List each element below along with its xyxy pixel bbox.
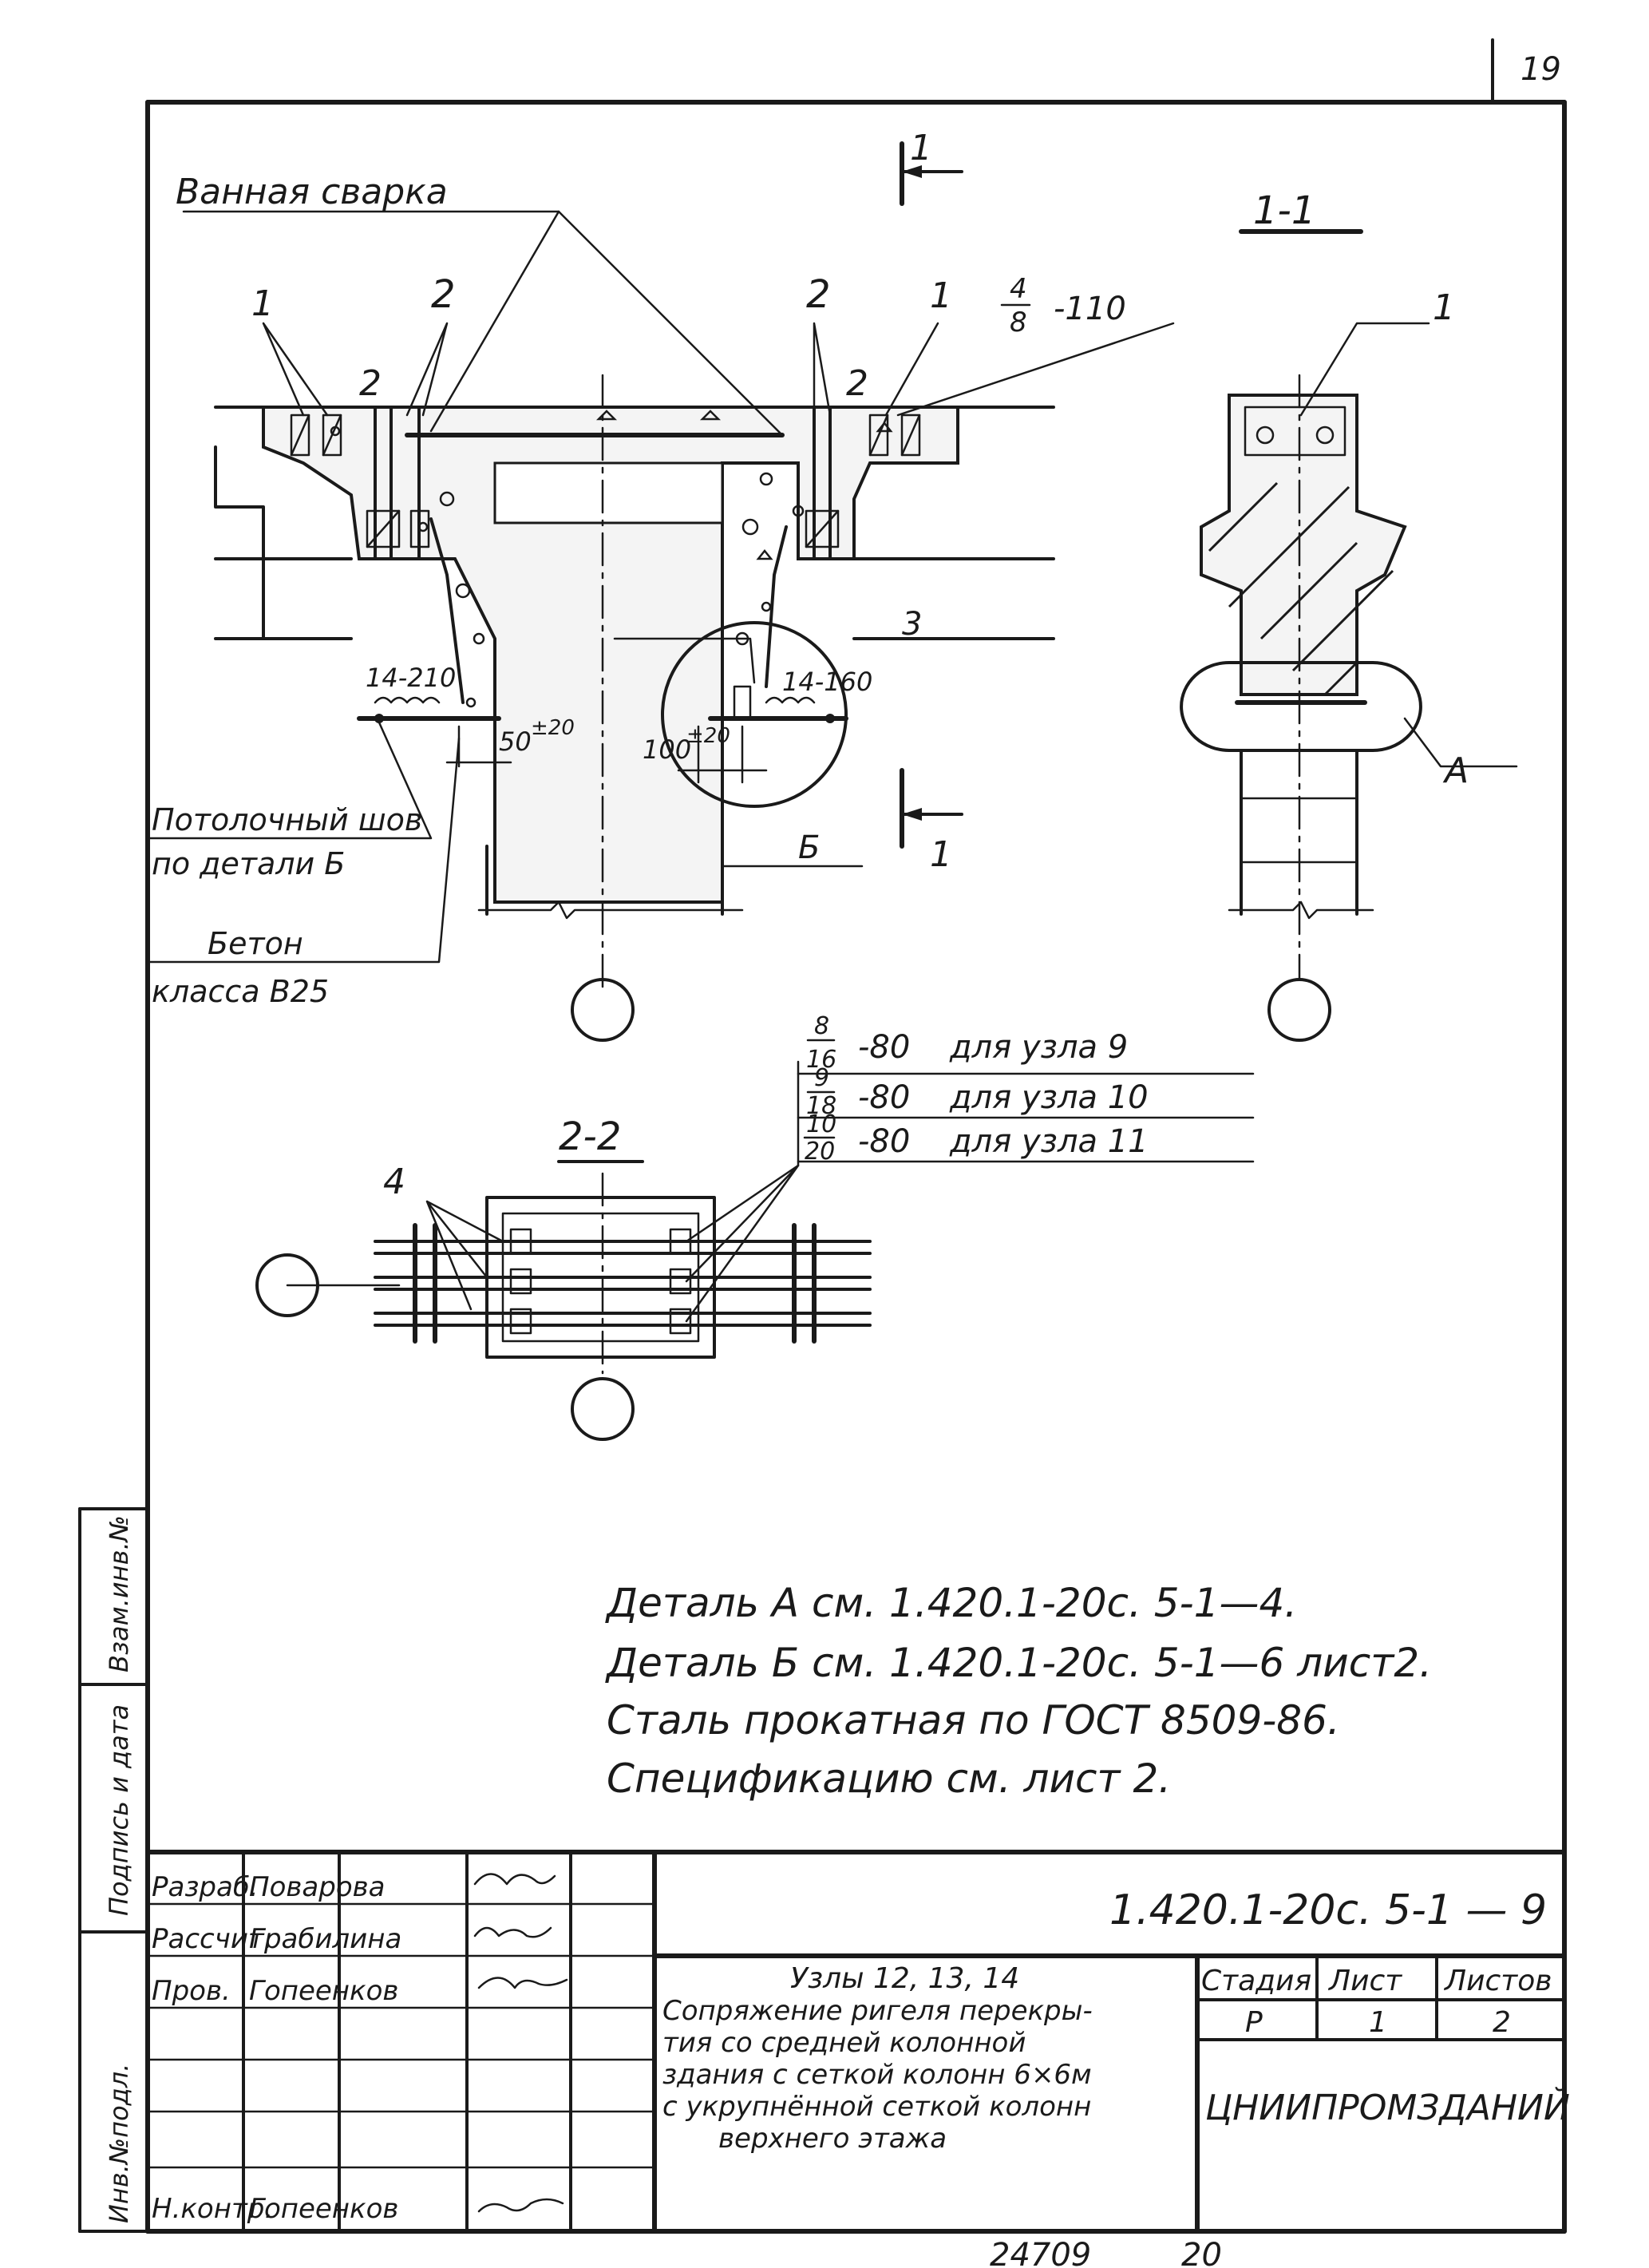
title-block	[145, 1850, 1567, 2234]
section-1-1-title: 1-1	[1253, 188, 1315, 233]
stage-value: Р	[1245, 2006, 1263, 2039]
drawing-title: Узлы 12, 13, 14 Сопряжение ригеля перекр…	[662, 1962, 1093, 2155]
node-row-text: для узла 9	[949, 1029, 1128, 1066]
label-detail-a: А	[1442, 750, 1469, 791]
doc-code: 1.420.1-20с. 5-1 — 9	[1109, 1886, 1547, 1934]
frac-num: 4	[1010, 273, 1027, 305]
section-mark-bottom: 1	[930, 834, 952, 875]
name-cell: Грабилина	[249, 1923, 401, 1955]
dim-right: 100	[643, 734, 691, 765]
node-row-len: -80	[858, 1079, 910, 1116]
title-line: с укрупнённой сеткой колонн	[662, 2091, 1091, 2123]
label-pos3: 3	[902, 606, 922, 643]
title-line: верхнего этажа	[718, 2123, 947, 2155]
title-line: здания с сеткой колонн 6×6м	[662, 2059, 1092, 2091]
node-row-num: 8	[814, 1012, 829, 1040]
dim-left: 50	[499, 726, 532, 757]
name-cell: Гопеенков	[249, 2193, 398, 2225]
node-row-num: 9	[814, 1064, 829, 1092]
dim-left-tol: ±20	[531, 716, 575, 740]
title-line: Узлы 12, 13, 14	[790, 1962, 1019, 1995]
axis-bubble-section	[1267, 978, 1331, 1042]
main-elevation	[146, 141, 1175, 1042]
weld-left: 14-210	[366, 663, 456, 693]
node-row-num: 10	[806, 1110, 836, 1138]
role-cell: Пров.	[152, 1975, 231, 2007]
role-cell: Рассчит.	[152, 1923, 273, 1955]
label-pos1-left: 1	[251, 283, 274, 324]
label-pos2-left-b: 2	[359, 363, 382, 404]
label-pos2-right-b: 2	[846, 363, 868, 404]
sheet-frame	[145, 38, 1567, 2234]
section-2-2	[255, 1060, 1255, 1441]
label-pos2-left-a: 2	[431, 272, 456, 317]
label-weld: Ванная сварка	[176, 172, 448, 212]
node-row-text: для узла 10	[949, 1079, 1149, 1116]
note-line: Деталь А см. 1.420.1-20с. 5-1—4.	[605, 1580, 1297, 1626]
note-line: Спецификацию см. лист 2.	[607, 1755, 1171, 1802]
node-row-den: 16	[806, 1046, 836, 1074]
node-row: 9 18 -80 для узла 10	[806, 1064, 1149, 1120]
notes: Деталь А см. 1.420.1-20с. 5-1—4. Деталь …	[605, 1580, 1432, 1802]
note-line: Деталь Б см. 1.420.1-20с. 5-1—6 лист2.	[605, 1640, 1432, 1686]
side-stamp: Инв.№подл. Подпись и дата Взам.инв.№	[78, 1507, 149, 2233]
title-block-names: Поварова Грабилина Гопеенков Гопеенков	[249, 1871, 401, 2225]
frac-len: -110	[1054, 291, 1126, 327]
role-cell: Разраб.	[152, 1871, 259, 1903]
label-concrete-1: Бетон	[208, 926, 303, 961]
footer-inventory: 24709	[990, 2237, 1091, 2268]
axis-bubble-2-2-bottom	[571, 1377, 635, 1441]
label-detail-b: Б	[798, 829, 820, 866]
dim-right-tol: ±20	[686, 724, 730, 748]
role-cell: Н.контр.	[152, 2193, 273, 2225]
axis-bubble-main	[571, 978, 635, 1042]
stamp-replace-inventory: Взам.инв.№	[104, 1515, 134, 1672]
frac-den: 8	[1010, 307, 1027, 338]
sheets-label: Листов	[1443, 1965, 1552, 1997]
label-concrete-2: класса В25	[152, 974, 329, 1009]
weld-right: 14-160	[782, 667, 872, 697]
node-row: 10 20 -80 для узла 11	[803, 1110, 1149, 1166]
node-row-text: для узла 11	[949, 1123, 1149, 1160]
node-row-len: -80	[858, 1029, 910, 1066]
label-pos1-right: 1	[930, 275, 952, 316]
sheet-label: Лист	[1327, 1965, 1402, 1997]
label-pos4: 4	[383, 1162, 405, 1202]
title-block-roles: Разраб. Рассчит. Пров. Н.контр.	[152, 1871, 273, 2225]
detail-b-circle	[661, 621, 848, 808]
node-row: 8 16 -80 для узла 9	[806, 1012, 1128, 1074]
section-1-1	[1180, 229, 1518, 1042]
sheets-value: 2	[1493, 2006, 1511, 2039]
section-2-2-title: 2-2	[559, 1114, 621, 1159]
label-ceiling-seam-2: по детали Б	[152, 846, 345, 881]
label-pos2-right-a: 2	[806, 272, 831, 317]
rebar-plates-left	[290, 406, 430, 560]
node-row-den: 20	[805, 1138, 835, 1166]
stage-label: Стадия	[1201, 1965, 1311, 1997]
node-row-den: 18	[806, 1092, 836, 1120]
label-ceiling-seam-1: Потолочный шов	[152, 802, 422, 837]
rebar-plates-right	[805, 406, 921, 560]
title-line: Сопряжение ригеля перекры-	[662, 1995, 1093, 2027]
organization: ЦНИИПРОМЗДАНИЙ	[1205, 2086, 1570, 2128]
node-table: 8 16 -80 для узла 9 9 18 -80 для узла 10…	[803, 1012, 1149, 1166]
stamp-inventory: Инв.№подл.	[104, 2064, 134, 2223]
page-number: 19	[1520, 51, 1561, 88]
axis-bubble-2-2-left	[255, 1253, 319, 1317]
name-cell: Гопеенков	[249, 1975, 398, 2007]
node-row-len: -80	[858, 1123, 910, 1160]
name-cell: Поварова	[249, 1871, 386, 1903]
title-line: тия со средней колонной	[662, 2027, 1026, 2059]
note-line: Сталь прокатная по ГОСТ 8509-86.	[607, 1697, 1340, 1744]
label-pos1-section: 1	[1433, 287, 1455, 328]
sheet-value: 1	[1369, 2006, 1387, 2039]
stamp-signature-date: Подпись и дата	[104, 1704, 134, 1916]
footer-page: 20	[1181, 2237, 1222, 2268]
section-mark-top: 1	[910, 128, 932, 168]
